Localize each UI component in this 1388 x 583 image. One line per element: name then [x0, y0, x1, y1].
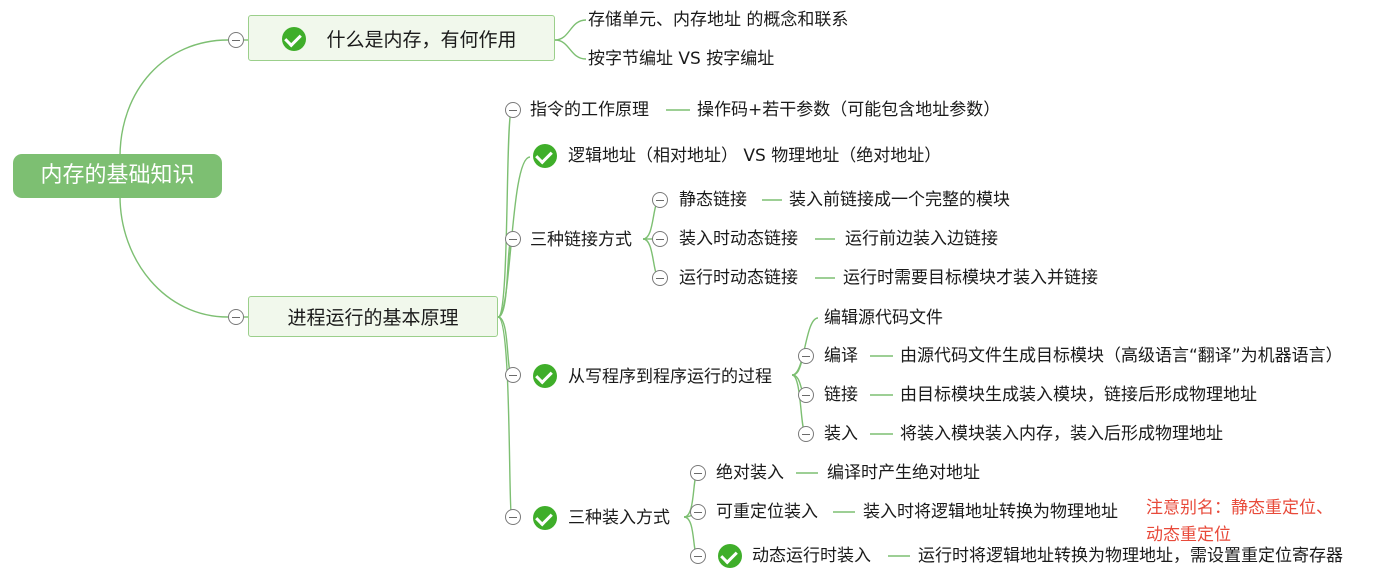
checkmark-icon	[533, 506, 557, 530]
leaf-instruction-detail[interactable]: 操作码+若干参数（可能包含地址参数）	[697, 100, 1001, 120]
node-load-time-link[interactable]: 装入时动态链接	[679, 229, 798, 249]
node-program-process[interactable]: 从写程序到程序运行的过程	[568, 367, 772, 387]
collapse-icon[interactable]	[798, 426, 814, 442]
node-linking-methods[interactable]: 三种链接方式	[530, 230, 632, 250]
leaf-load-time-link-detail[interactable]: 运行前边装入边链接	[845, 229, 998, 249]
node-link[interactable]: 链接	[824, 385, 858, 405]
node-compile[interactable]: 编译	[824, 346, 858, 366]
leaf-runtime-link-detail[interactable]: 运行时需要目标模块才装入并链接	[843, 268, 1098, 288]
collapse-icon[interactable]	[505, 367, 521, 383]
checkmark-icon	[533, 144, 557, 168]
branch-memory-purpose[interactable]: 什么是内存，有何作用	[248, 15, 555, 61]
checkmark-icon	[282, 27, 306, 51]
checkmark-icon	[718, 544, 742, 568]
collapse-icon[interactable]	[652, 192, 668, 208]
note-alias-line2: 动态重定位	[1146, 525, 1231, 545]
node-loading-methods[interactable]: 三种装入方式	[568, 508, 670, 528]
node-runtime-link[interactable]: 运行时动态链接	[679, 268, 798, 288]
collapse-icon[interactable]	[505, 102, 521, 118]
node-dynamic-runtime-load[interactable]: 动态运行时装入	[752, 546, 871, 566]
node-relocatable-load[interactable]: 可重定位装入	[716, 502, 818, 522]
leaf-load-detail[interactable]: 将装入模块装入内存，装入后形成物理地址	[900, 424, 1223, 444]
leaf-storage-unit[interactable]: 存储单元、内存地址 的概念和联系	[588, 10, 849, 30]
node-load[interactable]: 装入	[824, 424, 858, 444]
collapse-icon[interactable]	[798, 348, 814, 364]
leaf-addressing[interactable]: 按字节编址 VS 按字编址	[588, 49, 775, 69]
branch-label: 进程运行的基本原理	[287, 307, 459, 329]
node-instruction-principle[interactable]: 指令的工作原理	[530, 100, 649, 120]
collapse-icon[interactable]	[228, 32, 244, 48]
leaf-relocatable-load-detail[interactable]: 装入时将逻辑地址转换为物理地址	[863, 502, 1118, 522]
branch-process-principle[interactable]: 进程运行的基本原理	[248, 296, 498, 337]
collapse-icon[interactable]	[228, 309, 244, 325]
collapse-icon[interactable]	[690, 504, 706, 520]
leaf-compile-detail[interactable]: 由源代码文件生成目标模块（高级语言“翻译”为机器语言）	[900, 346, 1343, 366]
node-static-link[interactable]: 静态链接	[679, 190, 747, 210]
leaf-static-link-detail[interactable]: 装入前链接成一个完整的模块	[789, 190, 1010, 210]
checkmark-icon	[533, 364, 557, 388]
collapse-icon[interactable]	[798, 387, 814, 403]
branch-label: 什么是内存，有何作用	[326, 28, 517, 51]
leaf-edit-source[interactable]: 编辑源代码文件	[824, 308, 943, 328]
leaf-absolute-load-detail[interactable]: 编译时产生绝对地址	[827, 463, 980, 483]
collapse-icon[interactable]	[505, 231, 521, 247]
collapse-icon[interactable]	[652, 270, 668, 286]
collapse-icon[interactable]	[690, 465, 706, 481]
collapse-icon[interactable]	[690, 548, 706, 564]
note-alias-line1: 注意别名：静态重定位、	[1146, 498, 1333, 518]
root-node[interactable]: 内存的基础知识	[13, 154, 222, 198]
node-absolute-load[interactable]: 绝对装入	[716, 463, 784, 483]
leaf-link-detail[interactable]: 由目标模块生成装入模块，链接后形成物理地址	[900, 385, 1257, 405]
collapse-icon[interactable]	[652, 231, 668, 247]
leaf-dynamic-runtime-load-detail[interactable]: 运行时将逻辑地址转换为物理地址，需设置重定位寄存器	[918, 546, 1343, 566]
node-logical-vs-physical[interactable]: 逻辑地址（相对地址） VS 物理地址（绝对地址）	[568, 146, 942, 166]
collapse-icon[interactable]	[505, 509, 521, 525]
